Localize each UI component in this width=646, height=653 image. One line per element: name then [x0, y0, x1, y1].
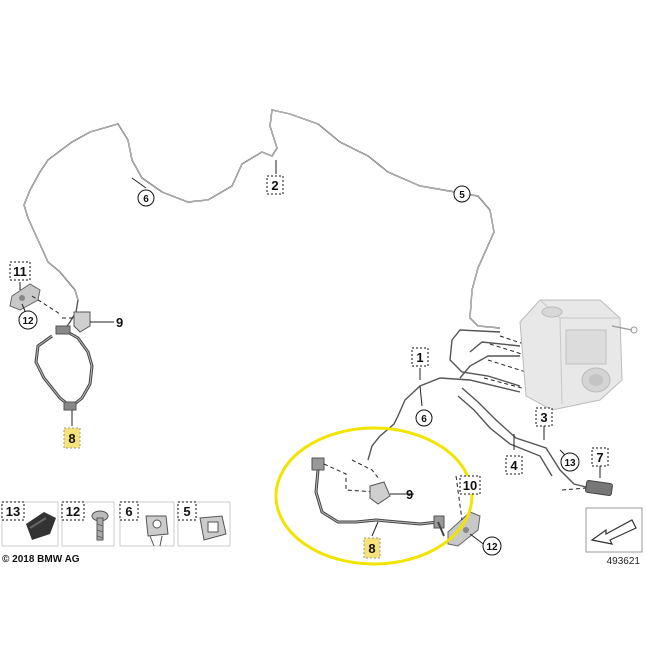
svg-text:11: 11	[13, 264, 27, 279]
svg-text:6: 6	[143, 194, 149, 205]
callout-8-left[interactable]: 8	[63, 427, 81, 449]
holder-icon	[199, 515, 227, 541]
brake-hose-right	[311, 457, 445, 537]
callout-8-right[interactable]: 8	[363, 537, 381, 559]
sensor-part	[561, 480, 613, 496]
reference-number: 493621	[607, 556, 641, 567]
svg-text:13: 13	[564, 458, 576, 469]
callout-9-left[interactable]: 9	[116, 315, 123, 330]
callout-12-left[interactable]: 12	[18, 310, 38, 330]
callout-2[interactable]: 2	[266, 175, 284, 195]
svg-text:13: 13	[6, 504, 20, 519]
callout-6-top[interactable]: 6	[137, 189, 155, 207]
legend-item-12[interactable]: 12	[61, 501, 115, 547]
copyright-text: © 2018 BMW AG	[2, 554, 80, 565]
bracket-left	[62, 311, 91, 333]
svg-text:5: 5	[183, 504, 190, 519]
legend-item-5[interactable]: 5	[177, 501, 231, 547]
svg-text:8: 8	[68, 431, 75, 446]
callout-12-right[interactable]: 12	[482, 536, 502, 556]
mounting-plate-left	[9, 283, 61, 315]
svg-text:5: 5	[459, 190, 465, 201]
svg-text:9: 9	[406, 487, 413, 502]
parts-legend: 13 12 6	[1, 501, 231, 547]
abs-hydraulic-unit	[519, 299, 638, 411]
callout-13-mid[interactable]: 13	[560, 452, 580, 472]
brake-pipe-main	[23, 109, 501, 329]
svg-text:10: 10	[463, 478, 477, 493]
brake-pipe-right	[367, 329, 591, 489]
svg-text:6: 6	[421, 414, 427, 425]
orientation-arrow-icon	[585, 507, 643, 553]
bolt-icon	[91, 510, 109, 541]
svg-text:6: 6	[125, 504, 132, 519]
callout-7[interactable]: 7	[591, 447, 609, 467]
highlight-ellipse	[274, 426, 474, 566]
svg-text:9: 9	[116, 315, 123, 330]
clip-icon	[26, 512, 56, 540]
svg-text:7: 7	[596, 450, 603, 465]
svg-text:12: 12	[66, 504, 80, 519]
callout-10[interactable]: 10	[459, 475, 481, 495]
callout-4[interactable]: 4	[505, 455, 523, 475]
callout-1[interactable]: 1	[411, 347, 429, 367]
bracket-right	[369, 481, 391, 505]
svg-text:4: 4	[510, 458, 518, 473]
svg-text:3: 3	[540, 410, 547, 425]
leader-lines	[19, 160, 601, 547]
grommet-icon	[145, 515, 169, 547]
brake-hose-left	[34, 325, 94, 411]
callout-5-top[interactable]: 5	[453, 185, 471, 203]
svg-text:1: 1	[416, 350, 423, 365]
svg-text:2: 2	[271, 178, 278, 193]
svg-text:12: 12	[22, 316, 34, 327]
svg-text:12: 12	[486, 542, 498, 553]
callout-9-right[interactable]: 9	[406, 487, 413, 502]
legend-item-6[interactable]: 6	[119, 501, 175, 547]
legend-item-13[interactable]: 13	[1, 501, 59, 547]
callout-11[interactable]: 11	[9, 261, 31, 281]
callout-6-mid[interactable]: 6	[415, 409, 433, 427]
callout-3[interactable]: 3	[535, 407, 553, 427]
svg-text:8: 8	[368, 541, 375, 556]
